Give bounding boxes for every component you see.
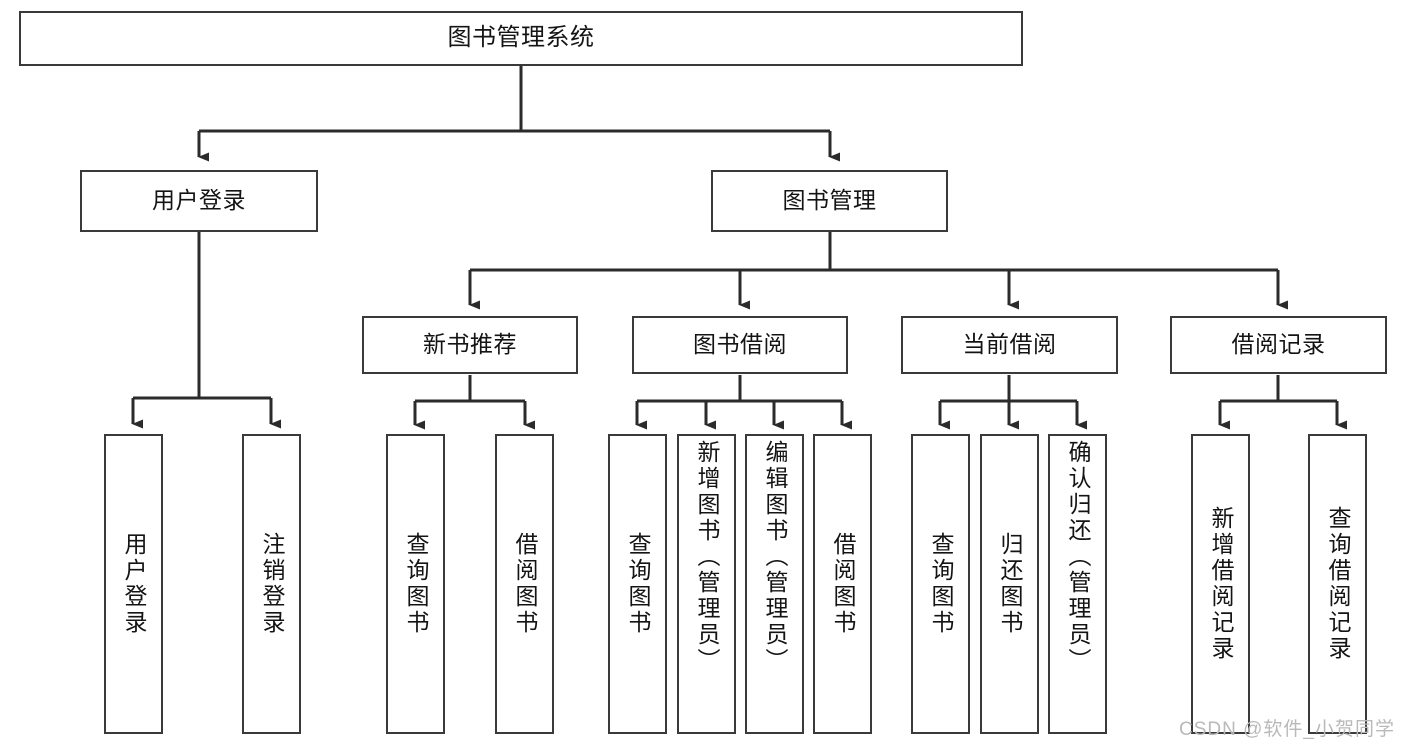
csdn-watermark: CSDN @软件_小贺同学 (1179, 719, 1395, 740)
node-label: 查询图书 (625, 532, 651, 636)
leaf-user-login-login[interactable]: 用户登录 (104, 434, 163, 734)
leaf-borrow-add-book-admin[interactable]: 新增图书（管理员） (677, 434, 736, 734)
leaf-current-return-book[interactable]: 归还图书 (980, 434, 1039, 734)
node-current-borrow[interactable]: 当前借阅 (901, 316, 1118, 374)
leaf-borrow-edit-book-admin[interactable]: 编辑图书（管理员） (745, 434, 804, 734)
node-label: 新书推荐 (423, 331, 517, 358)
node-label: 确认归还（管理员） (1065, 440, 1091, 674)
node-label: 用户登录 (121, 532, 147, 636)
node-label: 归还图书 (997, 532, 1023, 636)
leaf-record-query-record[interactable]: 查询借阅记录 (1308, 434, 1367, 734)
node-label: 查询图书 (928, 532, 954, 636)
node-label: 借阅图书 (830, 532, 856, 636)
node-label: 图书管理系统 (447, 24, 595, 52)
node-user-login[interactable]: 用户登录 (80, 170, 318, 232)
node-label: 图书借阅 (693, 331, 787, 358)
node-label: 编辑图书（管理员） (762, 440, 788, 674)
leaf-current-confirm-return-admin[interactable]: 确认归还（管理员） (1048, 434, 1107, 734)
node-new-book-recommend[interactable]: 新书推荐 (362, 316, 578, 374)
node-book-management[interactable]: 图书管理 (711, 170, 948, 232)
node-label: 借阅图书 (512, 532, 538, 636)
node-root-system[interactable]: 图书管理系统 (19, 11, 1023, 66)
node-label: 查询借阅记录 (1325, 506, 1351, 662)
leaf-user-login-logout[interactable]: 注销登录 (242, 434, 301, 734)
leaf-recommend-query-book[interactable]: 查询图书 (386, 434, 445, 734)
leaf-current-query-book[interactable]: 查询图书 (911, 434, 970, 734)
leaf-recommend-borrow-book[interactable]: 借阅图书 (495, 434, 554, 734)
node-label: 注销登录 (259, 532, 285, 636)
leaf-borrow-query-book[interactable]: 查询图书 (608, 434, 667, 734)
node-label: 借阅记录 (1231, 331, 1326, 358)
leaf-record-add-record[interactable]: 新增借阅记录 (1191, 434, 1250, 734)
node-label: 用户登录 (152, 187, 246, 214)
node-label: 图书管理 (782, 187, 877, 214)
leaf-borrow-borrow-book[interactable]: 借阅图书 (813, 434, 872, 734)
node-book-borrow[interactable]: 图书借阅 (632, 316, 848, 374)
node-borrow-record[interactable]: 借阅记录 (1170, 316, 1387, 374)
node-label: 新增借阅记录 (1208, 506, 1234, 662)
node-label: 查询图书 (403, 532, 429, 636)
node-label: 当前借阅 (962, 331, 1057, 358)
node-label: 新增图书（管理员） (694, 440, 720, 674)
